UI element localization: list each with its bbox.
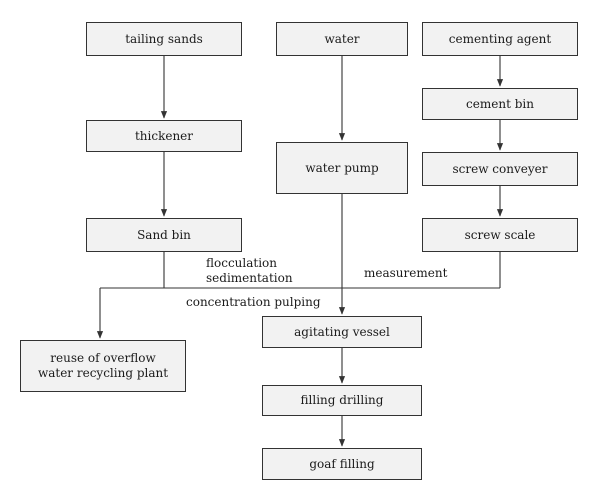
node-goaf-filling-label: goaf filling <box>309 456 375 471</box>
node-screw-scale: screw scale <box>422 218 578 252</box>
node-tailing-sands-label: tailing sands <box>125 31 203 46</box>
node-tailing-sands: tailing sands <box>86 22 242 56</box>
node-sand-bin: Sand bin <box>86 218 242 252</box>
node-cement-bin: cement bin <box>422 88 578 120</box>
node-filling-drilling: filling drilling <box>262 385 422 416</box>
node-cementing-agent-label: cementing agent <box>448 31 552 46</box>
node-screw-scale-label: screw scale <box>464 227 536 242</box>
label-sedimentation: sedimentation <box>206 271 293 285</box>
node-water-pump: water pump <box>276 142 408 194</box>
node-agitating-vessel-label: agitating vessel <box>294 324 390 339</box>
node-screw-conveyer-label: screw conveyer <box>452 161 548 176</box>
node-water: water <box>276 22 408 56</box>
node-thickener-label: thickener <box>134 128 194 143</box>
node-reuse-overflow-label-2: water recycling plant <box>37 366 169 380</box>
node-goaf-filling: goaf filling <box>262 448 422 480</box>
node-water-label: water <box>324 31 360 46</box>
node-reuse-overflow: reuse of overflow water recycling plant <box>20 340 186 392</box>
node-agitating-vessel: agitating vessel <box>262 316 422 348</box>
node-sand-bin-label: Sand bin <box>137 227 191 242</box>
node-screw-conveyer: screw conveyer <box>422 152 578 186</box>
node-cement-bin-label: cement bin <box>466 96 534 111</box>
node-cementing-agent: cementing agent <box>422 22 578 56</box>
node-reuse-overflow-label-1: reuse of overflow <box>50 351 156 365</box>
label-flocculation: flocculation <box>206 256 278 270</box>
node-water-pump-label: water pump <box>305 160 379 175</box>
label-measurement: measurement <box>364 266 448 280</box>
node-filling-drilling-label: filling drilling <box>300 393 384 407</box>
label-concentration-pulping: concentration pulping <box>186 295 321 309</box>
node-thickener: thickener <box>86 120 242 152</box>
